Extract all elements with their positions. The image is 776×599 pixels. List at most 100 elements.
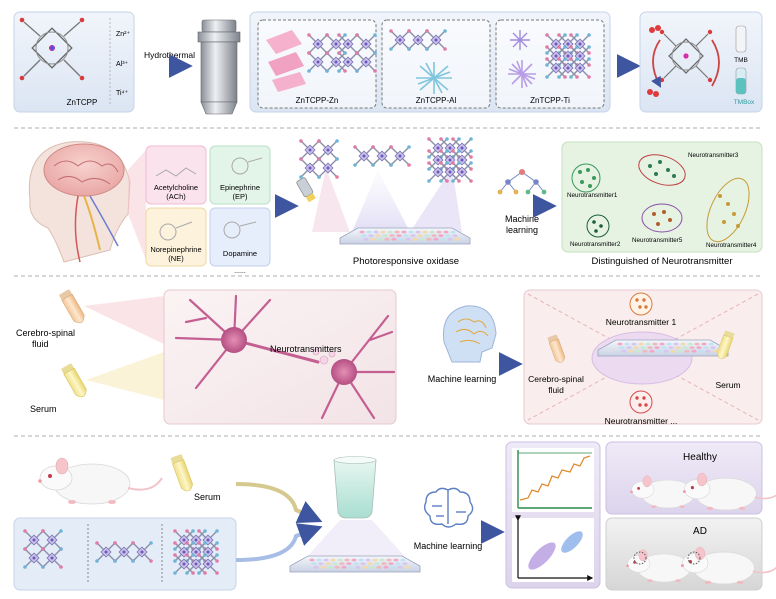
zn-sheets-icon	[266, 30, 306, 92]
ntn-label: Neurotransmitter ...	[605, 416, 678, 426]
plate-well	[626, 346, 632, 349]
plate-well	[320, 565, 326, 569]
hydrothermal-label: Hydrothermal	[144, 50, 195, 60]
plate-well	[677, 349, 683, 353]
plate-well	[334, 565, 340, 569]
ti-flower-icon	[510, 30, 530, 50]
oxidase-mof-al	[353, 145, 411, 167]
plate-well	[419, 237, 425, 241]
plate-well	[684, 349, 690, 353]
tmb-label: TMB	[734, 57, 748, 64]
decision-tree-icon	[497, 169, 547, 195]
plate-well	[682, 346, 688, 349]
oxidase-mof-ti	[427, 137, 473, 183]
plate-well	[367, 562, 373, 565]
plate-well	[450, 230, 456, 234]
plate-well	[617, 342, 623, 346]
plate-well	[358, 558, 364, 562]
plate-well	[351, 558, 357, 562]
plate-well	[332, 562, 338, 565]
plate-well	[642, 349, 648, 353]
plate-well	[391, 237, 397, 241]
row4-serum-tube	[170, 454, 193, 492]
nt1-cluster-icon	[629, 292, 653, 316]
plate-well	[687, 342, 693, 346]
plate-well	[647, 346, 653, 349]
plate-well	[363, 237, 369, 241]
training-curve	[519, 455, 591, 501]
plate-well	[337, 558, 343, 562]
plate-well	[362, 565, 368, 569]
plate-well	[698, 349, 704, 353]
plate-well	[438, 234, 444, 238]
cluster-label-4: Neurotransmitter4	[706, 242, 757, 249]
plate-well	[380, 230, 386, 234]
ion-zn: Zn²⁺	[116, 31, 131, 38]
neurotransmitters-label: Neurotransmitters	[270, 344, 342, 354]
plate-well	[429, 230, 435, 234]
nt-card-ach	[145, 145, 207, 205]
plate-well	[398, 237, 404, 241]
row2-detection: Acetylcholine (ACh) Epinephrine (EP) Nor…	[28, 137, 763, 275]
plate-well	[621, 349, 627, 353]
plate-well	[447, 237, 453, 241]
plate-well	[379, 558, 385, 562]
plate-well	[670, 349, 676, 353]
plate-well	[696, 346, 702, 349]
plate-well	[666, 342, 672, 346]
plate-well	[645, 342, 651, 346]
ntn-cluster-icon	[629, 390, 653, 414]
plate-well	[412, 237, 418, 241]
cluster-label-3: Neurotransmitter3	[688, 152, 739, 159]
row4-diagnosis: Serum Machine learning	[13, 441, 776, 591]
plate-well	[383, 565, 389, 569]
plate-well	[404, 565, 410, 569]
nt-ep-name: Epinephrine	[220, 183, 260, 192]
plate-well	[381, 562, 387, 565]
healthy-label: Healthy	[683, 452, 717, 463]
light-source-icon	[296, 177, 316, 203]
clusters-panel	[561, 141, 763, 253]
nt-ne-abbr: (NE)	[168, 254, 184, 263]
autoclave-icon	[197, 19, 241, 115]
plate-well	[325, 562, 331, 565]
plate-well	[415, 230, 421, 234]
plate-well	[640, 346, 646, 349]
plate-well	[652, 342, 658, 346]
plate-well	[433, 237, 439, 241]
plate-well	[369, 565, 375, 569]
plate-well	[422, 230, 428, 234]
ion-al: Al³⁺	[116, 61, 129, 68]
plate-well	[327, 565, 333, 569]
csf-label-line2: fluid	[32, 339, 49, 349]
plate-well	[397, 565, 403, 569]
plate-well	[445, 234, 451, 238]
plate-well	[346, 562, 352, 565]
nt-ne-name: Norepinephrine	[150, 245, 201, 254]
nt-ep-abbr: (EP)	[233, 192, 249, 201]
plate-well	[341, 565, 347, 569]
plate-well	[394, 230, 400, 234]
plate-well	[689, 346, 695, 349]
ml-row3-label: Machine learning	[428, 374, 497, 384]
oxidase-mof-zn	[299, 139, 339, 179]
result-csf-tube	[547, 334, 566, 363]
plate-well	[668, 346, 674, 349]
plate-well	[705, 349, 711, 353]
head-brain-icon	[28, 141, 131, 263]
tmbox-label: TMBox	[734, 99, 755, 106]
result-csf-line2: fluid	[548, 385, 564, 395]
plate-well	[694, 342, 700, 346]
plate-well	[344, 558, 350, 562]
ion-ti: Ti⁴⁺	[116, 90, 129, 97]
plate-well	[408, 230, 414, 234]
plate-well	[631, 342, 637, 346]
plate-well	[366, 230, 372, 234]
plate-well	[633, 346, 639, 349]
serum-tube-icon	[61, 363, 87, 398]
plate-well	[386, 558, 392, 562]
oxygen-icons	[647, 25, 661, 97]
plate-well	[675, 346, 681, 349]
framework-zn-label: ZnTCPP-Zn	[296, 96, 339, 105]
beaker-icon	[333, 456, 377, 519]
